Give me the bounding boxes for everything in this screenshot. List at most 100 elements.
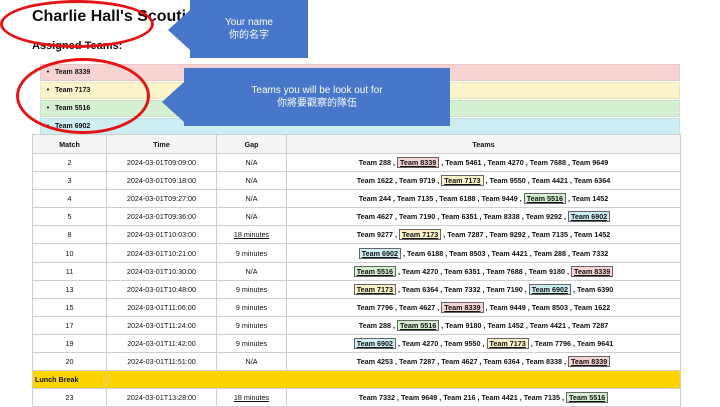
team-chip: Team 4270 xyxy=(487,158,524,168)
teams-cell: Team 1622,Team 9719,Team 7173,Team 9550,… xyxy=(286,171,681,191)
assigned-team-chip[interactable]: Team 5516 xyxy=(397,319,440,331)
team-chip: Team 9180 xyxy=(445,320,482,330)
team-chip: Team 9180 xyxy=(528,266,565,276)
team-chip: Team 7190 xyxy=(399,212,436,222)
team-chip: Team 4253 xyxy=(356,357,394,367)
match-cell: 23 xyxy=(32,388,107,407)
team-chip: Team 6188 xyxy=(439,194,476,204)
team-chip: Team 8338 xyxy=(483,212,520,222)
team-separator: , xyxy=(524,266,527,276)
assigned-team-chip[interactable]: Team 6902 xyxy=(567,211,611,223)
gap-value: 9 minutes xyxy=(235,338,268,348)
team-separator: , xyxy=(440,266,443,276)
team-separator: , xyxy=(567,194,570,204)
teams-highlight-ellipse xyxy=(16,58,150,134)
match-cell: 5 xyxy=(32,207,107,227)
team-separator: , xyxy=(477,393,480,403)
team-separator: , xyxy=(443,230,446,240)
assigned-team-chip[interactable]: Team 5516 xyxy=(353,265,397,277)
assigned-team-chip[interactable]: Team 5516 xyxy=(523,193,566,205)
team-separator: , xyxy=(437,212,440,222)
time-cell: 2024-03-01T09:36:00 xyxy=(106,207,217,227)
team-separator: , xyxy=(572,284,575,294)
gap-cell: 9 minutes xyxy=(216,315,287,335)
team-separator: , xyxy=(525,320,528,330)
time-cell: 2024-03-01T11:24:00 xyxy=(106,315,217,335)
time-cell: 2024-03-01T10:48:00 xyxy=(106,279,217,299)
gap-cell: N/A xyxy=(216,207,287,227)
team-separator: , xyxy=(483,320,486,330)
gap-value: N/A xyxy=(245,158,258,168)
team-chip: Team 4421 xyxy=(531,176,568,186)
name-callout-arrow xyxy=(168,10,190,50)
gap-link[interactable]: 18 minutes xyxy=(233,393,270,403)
team-separator: , xyxy=(440,338,443,348)
gap-cell: 18 minutes xyxy=(216,225,287,245)
team-separator: , xyxy=(567,158,570,168)
team-chip: Team 288 xyxy=(358,158,392,168)
team-separator: , xyxy=(487,248,490,258)
time-cell: 2024-03-01T11:42:00 xyxy=(106,333,217,354)
assigned-team-chip[interactable]: Team 8339 xyxy=(570,265,614,277)
team-separator: , xyxy=(527,176,530,186)
team-separator: , xyxy=(485,176,488,186)
team-chip: Team 9649 xyxy=(571,158,609,168)
assigned-team-chip[interactable]: Team 6902 xyxy=(528,283,571,295)
assigned-team-chip[interactable]: Team 6902 xyxy=(358,247,402,259)
teams-cell: Team 4627,Team 7190,Team 6351,Team 8338,… xyxy=(286,207,681,227)
team-chip: Team 9292 xyxy=(525,212,562,222)
gap-link[interactable]: 18 minutes xyxy=(233,230,270,240)
match-cell: 20 xyxy=(32,352,107,372)
lunch-break-row: Lunch Break xyxy=(32,370,681,390)
team-separator: , xyxy=(519,194,522,204)
match-cell: 10 xyxy=(32,243,107,263)
teams-cell: Team 7796,Team 4627,Team 8339,Team 9449,… xyxy=(286,297,681,317)
teams-cell: Team 9277,Team 7173,Team 7287,Team 9292,… xyxy=(286,225,681,245)
match-cell: 8 xyxy=(32,225,107,245)
time-cell: 2024-03-01T13:28:00 xyxy=(106,388,217,407)
team-separator: , xyxy=(569,302,572,312)
assigned-team-chip[interactable]: Team 7173 xyxy=(353,283,397,295)
gap-cell: 9 minutes xyxy=(216,279,287,299)
team-separator: , xyxy=(479,212,482,222)
team-separator: , xyxy=(398,338,401,348)
team-chip: Team 7190 xyxy=(486,284,523,294)
assigned-team-chip[interactable]: Team 8339 xyxy=(567,356,611,368)
assigned-team-chip[interactable]: Team 7173 xyxy=(399,229,442,241)
assigned-team-chip[interactable]: Team 5516 xyxy=(565,392,609,404)
match-cell: 11 xyxy=(32,261,107,281)
gap-cell: N/A xyxy=(216,261,287,281)
team-chip: Team 1452 xyxy=(571,194,609,204)
assigned-team-chip[interactable]: Team 8339 xyxy=(397,157,440,169)
team-separator: , xyxy=(398,266,401,276)
team-separator: , xyxy=(485,230,488,240)
team-chip: Team 4270 xyxy=(402,266,439,276)
gap-value: 9 minutes xyxy=(235,284,268,294)
header-time: Time xyxy=(106,134,217,154)
table-header-row: Match Time Gap Teams xyxy=(32,134,681,154)
assigned-team-chip[interactable]: Team 7173 xyxy=(486,337,529,349)
team-chip: Team 6364 xyxy=(402,284,439,294)
teams-callout-zh: 你將要觀察的隊伍 xyxy=(277,98,357,109)
gap-cell: 18 minutes xyxy=(216,388,287,407)
assigned-team-chip[interactable]: Team 6902 xyxy=(353,337,397,349)
team-separator: , xyxy=(439,393,442,403)
team-chip: Team 6351 xyxy=(444,266,481,276)
team-chip: Team 9449 xyxy=(489,302,526,312)
team-chip: Team 216 xyxy=(443,393,476,403)
name-callout: Your name 你的名字 xyxy=(190,0,308,58)
assigned-team-chip[interactable]: Team 8339 xyxy=(441,301,484,313)
assigned-team-chip[interactable]: Team 7173 xyxy=(441,175,484,187)
team-separator: , xyxy=(482,284,485,294)
gap-value: 9 minutes xyxy=(235,320,268,330)
team-separator: , xyxy=(527,302,530,312)
team-chip: Team 8338 xyxy=(525,357,562,367)
team-separator: , xyxy=(521,357,524,367)
teams-cell: Team 288,Team 8339,Team 5461,Team 4270,T… xyxy=(286,152,681,173)
team-chip: Team 4421 xyxy=(529,320,566,330)
